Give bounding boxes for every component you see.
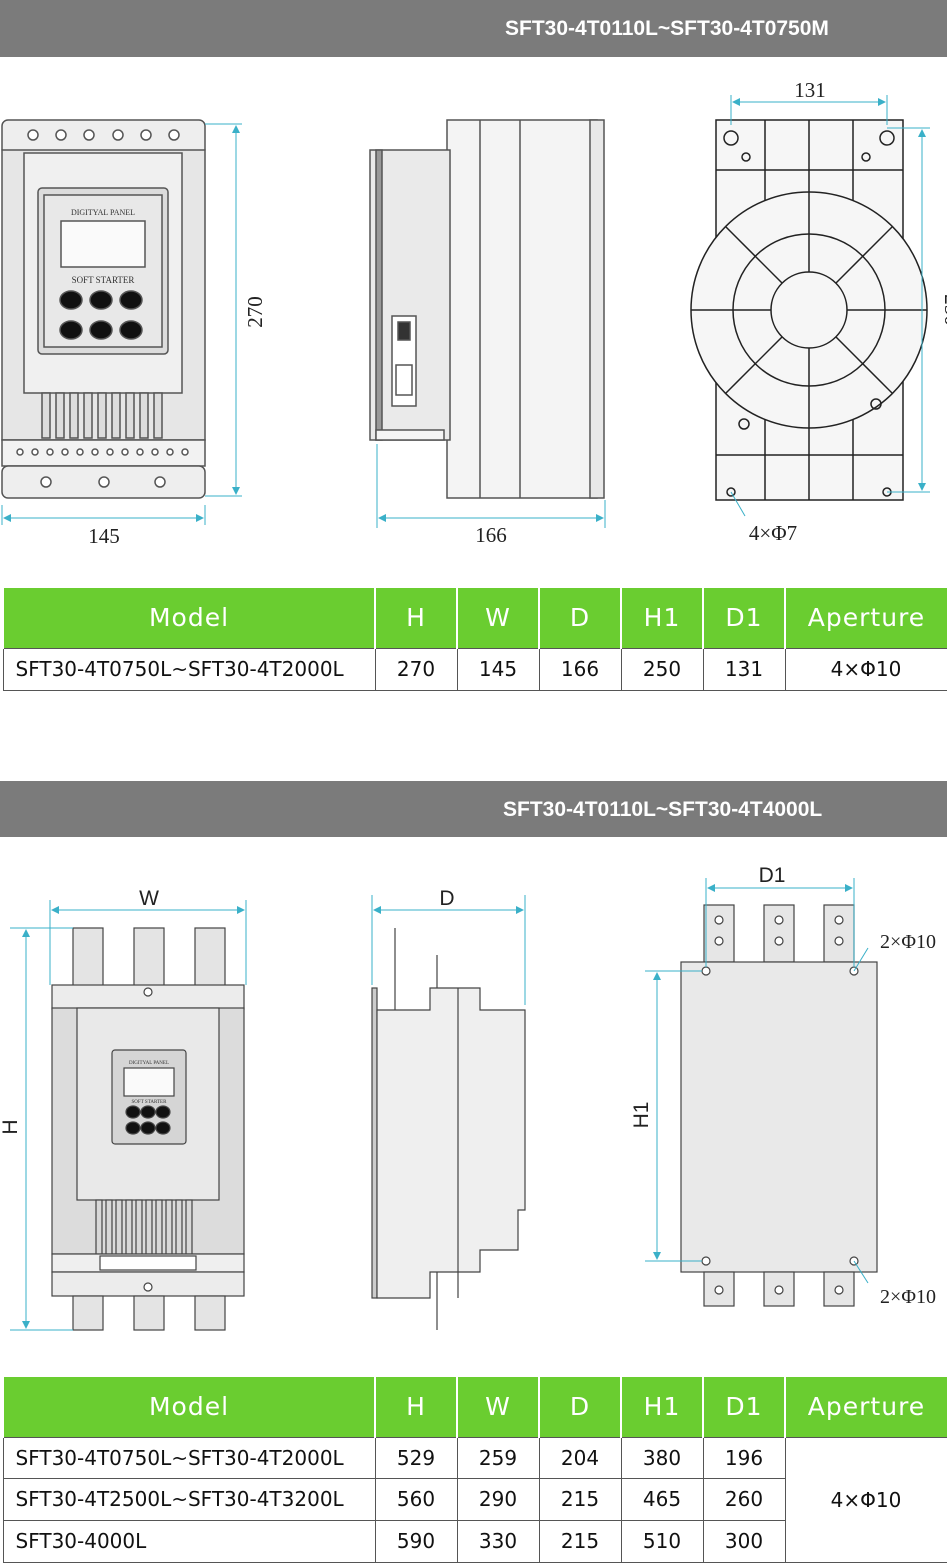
front-large-panel-subtitle: SOFT STARTER bbox=[132, 1100, 168, 1105]
hole-note-bottom: 2×Φ10 bbox=[880, 1286, 936, 1308]
header-h1: H1 bbox=[620, 1377, 703, 1437]
back-height-dim: 250 bbox=[940, 294, 947, 326]
header-model: Model bbox=[2, 588, 375, 648]
cell-aperture: 4×Φ10 bbox=[784, 647, 947, 691]
header-d1: D1 bbox=[702, 1377, 785, 1437]
cell-w: 259 bbox=[456, 1436, 540, 1479]
front-height-dim: 270 bbox=[243, 296, 267, 328]
header-d: D bbox=[538, 1377, 621, 1437]
side-view-large bbox=[371, 928, 526, 1330]
cell-d: 215 bbox=[538, 1477, 622, 1521]
front-width-dim: 145 bbox=[88, 524, 120, 548]
back-view bbox=[690, 119, 928, 501]
header-d: D bbox=[538, 588, 621, 648]
side-view bbox=[369, 119, 605, 499]
section2-banner: SFT30-4T0110L~SFT30-4T4000L bbox=[0, 781, 947, 837]
front-view-large bbox=[51, 927, 245, 1331]
header-w: W bbox=[456, 1377, 539, 1437]
h-label: H bbox=[0, 1119, 22, 1134]
cell-d: 215 bbox=[538, 1519, 622, 1563]
cell-d: 166 bbox=[538, 647, 622, 691]
header-aperture: Aperture bbox=[784, 588, 947, 648]
front-panel-subtitle: SOFT STARTER bbox=[72, 275, 135, 285]
back-view-large bbox=[680, 904, 878, 1307]
cell-model: SFT30-4T0750L~SFT30-4T2000L bbox=[2, 647, 376, 691]
section2-title: SFT30-4T0110L~SFT30-4T4000L bbox=[503, 798, 823, 821]
side-depth-dim: 166 bbox=[475, 523, 507, 547]
w-label: W bbox=[139, 887, 159, 910]
section2-spec-table: Model H W D H1 D1 Aperture SFT30-4T0750L… bbox=[2, 1377, 947, 1563]
cell-d1: 260 bbox=[702, 1477, 786, 1521]
header-h: H bbox=[374, 588, 457, 648]
cell-aperture: 4×Φ10 bbox=[784, 1436, 947, 1563]
header-w: W bbox=[456, 588, 539, 648]
hole-note-top: 2×Φ10 bbox=[880, 931, 936, 953]
front-view bbox=[1, 119, 206, 499]
section2-drawing: DIGITYAL PANEL SOFT STARTER W H D bbox=[0, 837, 947, 1377]
header-d1: D1 bbox=[702, 588, 785, 648]
front-large-panel-title: DIGITYAL PANEL bbox=[129, 1061, 169, 1066]
cell-h: 560 bbox=[374, 1477, 458, 1521]
table-row: SFT30-4T0750L~SFT30-4T2000L 270 145 166 … bbox=[2, 647, 947, 691]
h1-label: H1 bbox=[630, 1102, 653, 1129]
cell-model: SFT30-4T2500L~SFT30-4T3200L bbox=[2, 1477, 376, 1521]
cell-d: 204 bbox=[538, 1436, 622, 1479]
cell-h1: 250 bbox=[620, 647, 704, 691]
cell-w: 290 bbox=[456, 1477, 540, 1521]
d-label: D bbox=[439, 887, 454, 910]
cell-h1: 465 bbox=[620, 1477, 704, 1521]
cell-h1: 380 bbox=[620, 1436, 704, 1479]
cell-w: 145 bbox=[456, 647, 540, 691]
header-h1: H1 bbox=[620, 588, 703, 648]
cell-h: 270 bbox=[374, 647, 458, 691]
section1-banner: SFT30-4T0110L~SFT30-4T0750M bbox=[0, 0, 947, 57]
d1-label: D1 bbox=[759, 864, 786, 887]
cell-model: SFT30-4000L bbox=[2, 1519, 376, 1563]
section1-title: SFT30-4T0110L~SFT30-4T0750M bbox=[505, 17, 829, 40]
section1-spec-table: Model H W D H1 D1 Aperture SFT30-4T0750L… bbox=[2, 588, 947, 691]
cell-model: SFT30-4T0750L~SFT30-4T2000L bbox=[2, 1436, 376, 1479]
cell-h: 590 bbox=[374, 1519, 458, 1563]
table-row: SFT30-4T2500L~SFT30-4T3200L 560 290 215 … bbox=[2, 1477, 947, 1521]
cell-w: 330 bbox=[456, 1519, 540, 1563]
header-aperture: Aperture bbox=[784, 1377, 947, 1437]
header-model: Model bbox=[2, 1377, 375, 1437]
back-hole-note: 4×Φ7 bbox=[749, 521, 797, 545]
cell-d1: 300 bbox=[702, 1519, 786, 1563]
header-h: H bbox=[374, 1377, 457, 1437]
cell-h: 529 bbox=[374, 1436, 458, 1479]
section1-drawing: DIGITYAL PANEL SOFT STARTER 145 270 bbox=[0, 57, 947, 587]
front-panel-title: DIGITYAL PANEL bbox=[71, 208, 135, 217]
cell-h1: 510 bbox=[620, 1519, 704, 1563]
cell-d1: 131 bbox=[702, 647, 786, 691]
table-row: SFT30-4000L 590 330 215 510 300 bbox=[2, 1519, 947, 1563]
table-row: SFT30-4T0750L~SFT30-4T2000L 529 259 204 … bbox=[2, 1436, 947, 1563]
cell-d1: 196 bbox=[702, 1436, 786, 1479]
back-spacing-dim: 131 bbox=[794, 78, 826, 102]
